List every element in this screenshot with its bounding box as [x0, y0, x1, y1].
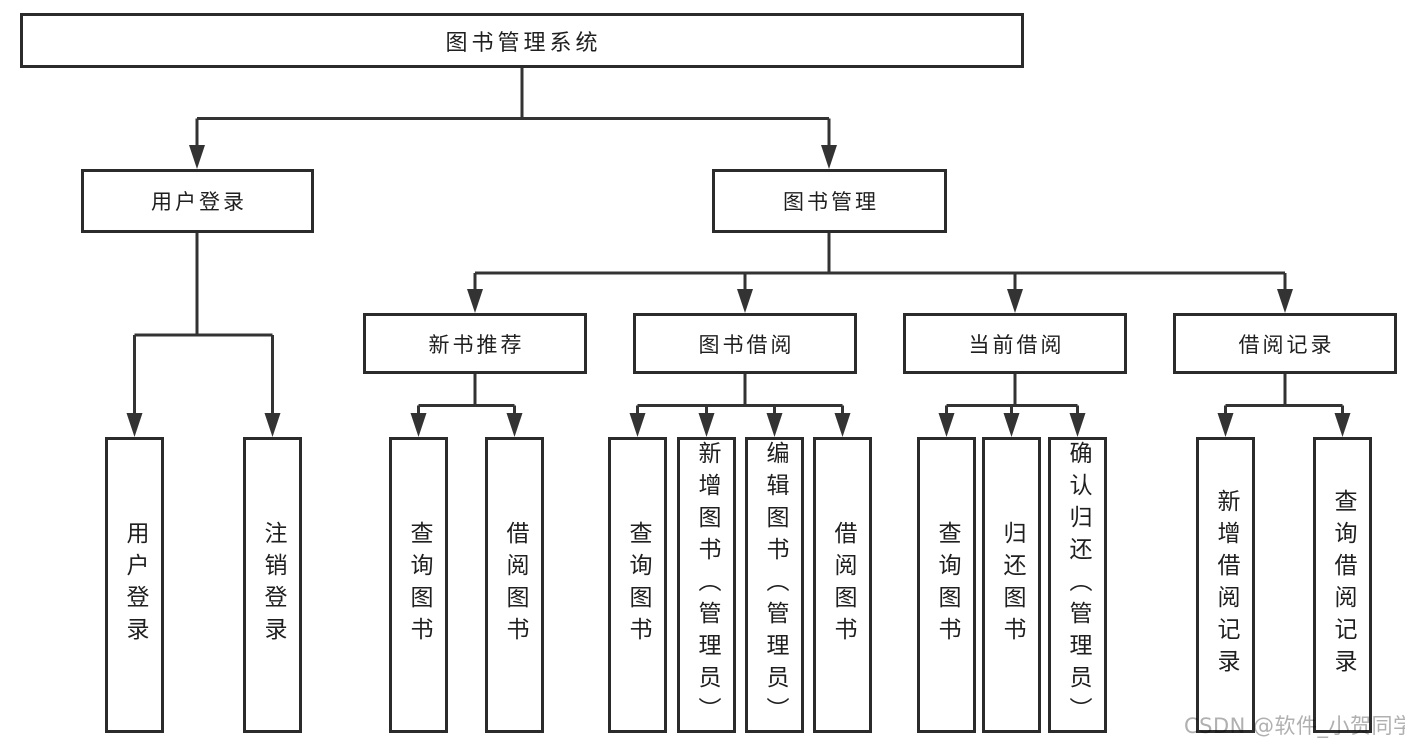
node-current-borrow: 当前借阅 [903, 313, 1127, 374]
leaf-borrow-lend: 借阅图书 [813, 437, 872, 733]
node-book-borrow-label: 图书借阅 [698, 332, 795, 357]
connector-userlogin-to-leaves [126, 233, 281, 437]
leaf-current-return: 归还图书 [982, 437, 1041, 733]
leaf-records-add: 新增借阅记录 [1196, 437, 1255, 733]
connector-borrowrecords-to-leaves [1217, 374, 1351, 437]
leaf-logout-label: 注销登录 [260, 521, 286, 649]
node-user-login: 用户登录 [81, 169, 314, 233]
node-borrow-records-label: 借阅记录 [1238, 332, 1335, 357]
csdn-watermark: CSDN @软件_小贺同学 [1184, 714, 1405, 738]
node-book-management: 图书管理 [712, 169, 947, 233]
leaf-borrow-add-admin-label: 新增图书（管理员） [694, 441, 720, 729]
connector-bookborrow-to-leaves [629, 374, 851, 437]
leaf-records-query-label: 查询借阅记录 [1330, 489, 1356, 681]
leaf-current-confirm-admin: 确认归还（管理员） [1048, 437, 1107, 733]
leaf-borrow-edit-admin-label: 编辑图书（管理员） [762, 441, 788, 729]
connector-newbooks-to-leaves [410, 374, 523, 437]
leaf-newbooks-borrow-label: 借阅图书 [502, 521, 528, 649]
node-borrow-records: 借阅记录 [1173, 313, 1397, 374]
node-book-borrow: 图书借阅 [633, 313, 857, 374]
leaf-current-query: 查询图书 [917, 437, 976, 733]
leaf-newbooks-borrow: 借阅图书 [485, 437, 544, 733]
leaf-logout: 注销登录 [243, 437, 302, 733]
leaf-borrow-query-label: 查询图书 [625, 521, 651, 649]
leaf-current-return-label: 归还图书 [999, 521, 1025, 649]
leaf-records-query: 查询借阅记录 [1313, 437, 1372, 733]
leaf-records-add-label: 新增借阅记录 [1213, 489, 1239, 681]
leaf-current-query-label: 查询图书 [934, 521, 960, 649]
leaf-current-confirm-admin-label: 确认归还（管理员） [1065, 441, 1091, 729]
leaf-newbooks-query-label: 查询图书 [406, 521, 432, 649]
node-new-book-recommend: 新书推荐 [363, 313, 587, 374]
node-current-borrow-label: 当前借阅 [968, 332, 1065, 357]
leaf-borrow-add-admin: 新增图书（管理员） [677, 437, 736, 733]
node-root-label: 图书管理系统 [445, 30, 602, 56]
leaf-newbooks-query: 查询图书 [389, 437, 448, 733]
node-book-management-label: 图书管理 [783, 190, 879, 214]
connector-currentborrow-to-leaves [938, 374, 1086, 437]
connector-root-to-level2 [189, 68, 837, 169]
node-new-book-recommend-label: 新书推荐 [428, 332, 525, 357]
leaf-user-login: 用户登录 [105, 437, 164, 733]
leaf-borrow-edit-admin: 编辑图书（管理员） [745, 437, 804, 733]
leaf-user-login-label: 用户登录 [122, 521, 148, 649]
leaf-borrow-lend-label: 借阅图书 [830, 521, 856, 649]
node-user-login-label: 用户登录 [151, 190, 247, 214]
leaf-borrow-query: 查询图书 [608, 437, 667, 733]
node-root: 图书管理系统 [20, 13, 1024, 68]
connector-bookmgmt-to-level3 [467, 233, 1293, 313]
